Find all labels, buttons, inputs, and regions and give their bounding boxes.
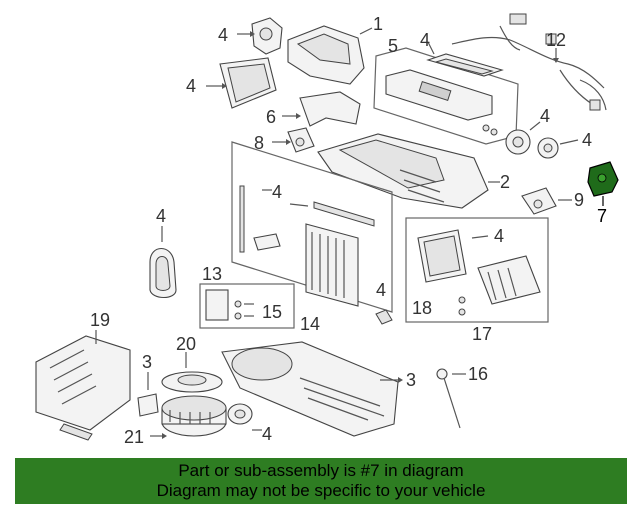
- callout-6: 6: [266, 107, 276, 127]
- part-15-box: [405, 217, 549, 323]
- part-5-box: [373, 47, 519, 145]
- callout-4c: 4: [272, 182, 282, 202]
- callout-21: 16: [468, 364, 488, 384]
- part-10-gear: [505, 121, 541, 155]
- part-21-cable: [436, 368, 466, 429]
- part-8-actuator-right: [521, 187, 572, 215]
- callout-4a: 4: [186, 76, 196, 96]
- banner-line-2: Diagram may not be specific to your vehi…: [156, 481, 486, 500]
- callout-13: 13: [202, 264, 222, 284]
- callout-4e: 4: [156, 206, 166, 226]
- callout-4b: 4: [420, 30, 430, 50]
- callout-18: 20: [176, 334, 196, 354]
- part-9-actuator: [237, 17, 283, 55]
- callout-19: 21: [124, 427, 144, 447]
- callout-2: 2: [500, 172, 510, 192]
- callout-12: 14: [300, 314, 320, 334]
- parts-diagram: 4 1 4 5 4 12: [35, 13, 619, 447]
- banner-line-1: Part or sub-assembly is #7 in diagram: [178, 461, 464, 480]
- part-3-lower-case: [221, 341, 403, 437]
- callout-11: 4: [582, 130, 592, 150]
- part-19-blower: [150, 395, 227, 439]
- part-13-valve: [199, 283, 295, 329]
- part-7-actuator-highlighted: [587, 161, 619, 206]
- callout-10: 4: [540, 106, 550, 126]
- callout-5: 5: [388, 36, 398, 56]
- callout-4g: 4: [262, 424, 272, 444]
- part-11-motor: [537, 137, 579, 159]
- callout-17: 19: [90, 310, 110, 330]
- callout-4d: 4: [494, 226, 504, 246]
- callout-1: 1: [373, 14, 383, 34]
- part-1-duct: [287, 25, 373, 85]
- callout-9: 4: [218, 25, 228, 45]
- callout-4f: 3: [142, 352, 152, 372]
- callout-7: 7: [597, 206, 607, 226]
- callout-4i: 4: [376, 280, 386, 300]
- callout-8b: 9: [574, 190, 584, 210]
- callout-20: 12: [546, 30, 566, 50]
- part-17-lower-duct: [35, 330, 131, 441]
- callout-14: 15: [262, 302, 282, 322]
- part-20-harness: [451, 13, 607, 111]
- callout-15: 17: [472, 324, 492, 344]
- part-4-motor: [227, 403, 262, 431]
- part-4-filter-top: [426, 41, 504, 77]
- callout-8a: 8: [254, 133, 264, 153]
- callout-16: 18: [412, 298, 432, 318]
- info-banner: Part or sub-assembly is #7 in diagram Di…: [15, 458, 627, 504]
- part-12-box: [231, 141, 393, 325]
- part-8-actuator-left: [272, 127, 315, 153]
- part-18-plate: [161, 352, 223, 393]
- part-2-upper-case: [317, 133, 500, 209]
- part-4-filter-left: [206, 57, 277, 109]
- part-4-small-seal: [137, 372, 159, 417]
- callout-3: 3: [406, 370, 416, 390]
- part-4-seal: [149, 226, 177, 299]
- part-6-bracket: [282, 91, 361, 127]
